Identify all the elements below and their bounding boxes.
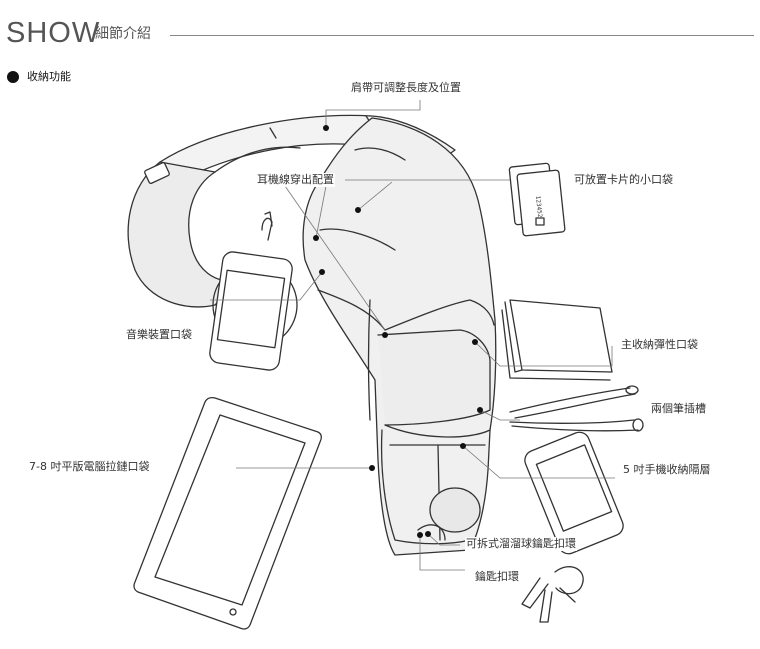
keyring-illustration <box>521 566 584 623</box>
cards-illustration <box>508 162 566 237</box>
card-number: 123452 <box>534 195 543 218</box>
callout-music-pocket: 音樂裝置口袋 <box>125 328 193 342</box>
callout-detachable-keyring: 可拆式溜溜球鑰匙扣環 <box>465 537 577 551</box>
callout-strap: 肩帶可調整長度及位置 <box>350 81 462 95</box>
header-divider <box>170 35 754 36</box>
callout-tablet-pocket: 7-8 吋平版電腦拉鏈口袋 <box>28 460 151 474</box>
tablet-illustration <box>133 396 322 630</box>
page-subtitle: 細節介紹 <box>95 26 151 42</box>
callout-earphone: 耳機線穿出配置 <box>256 173 335 187</box>
pens-illustration <box>509 385 644 432</box>
bullet-icon <box>7 71 19 83</box>
callout-dots <box>313 125 483 538</box>
wallet-illustration <box>501 299 613 381</box>
callout-keyring: 鑰匙扣環 <box>474 570 520 584</box>
callout-elastic-pocket: 主收納彈性口袋 <box>620 338 699 352</box>
bag-body <box>302 117 497 556</box>
callout-phone-compartment: 5 吋手機收納隔層 <box>622 463 712 477</box>
callout-lines <box>210 100 615 571</box>
callout-pen-slots: 兩個筆插槽 <box>650 402 707 416</box>
section-header: SHOW 細節介紹 <box>6 14 754 54</box>
page-title: SHOW <box>6 17 101 49</box>
subsection-label: 收納功能 <box>27 70 71 83</box>
callout-card-pocket: 可放置卡片的小口袋 <box>573 173 674 187</box>
music-device-illustration <box>209 211 298 371</box>
